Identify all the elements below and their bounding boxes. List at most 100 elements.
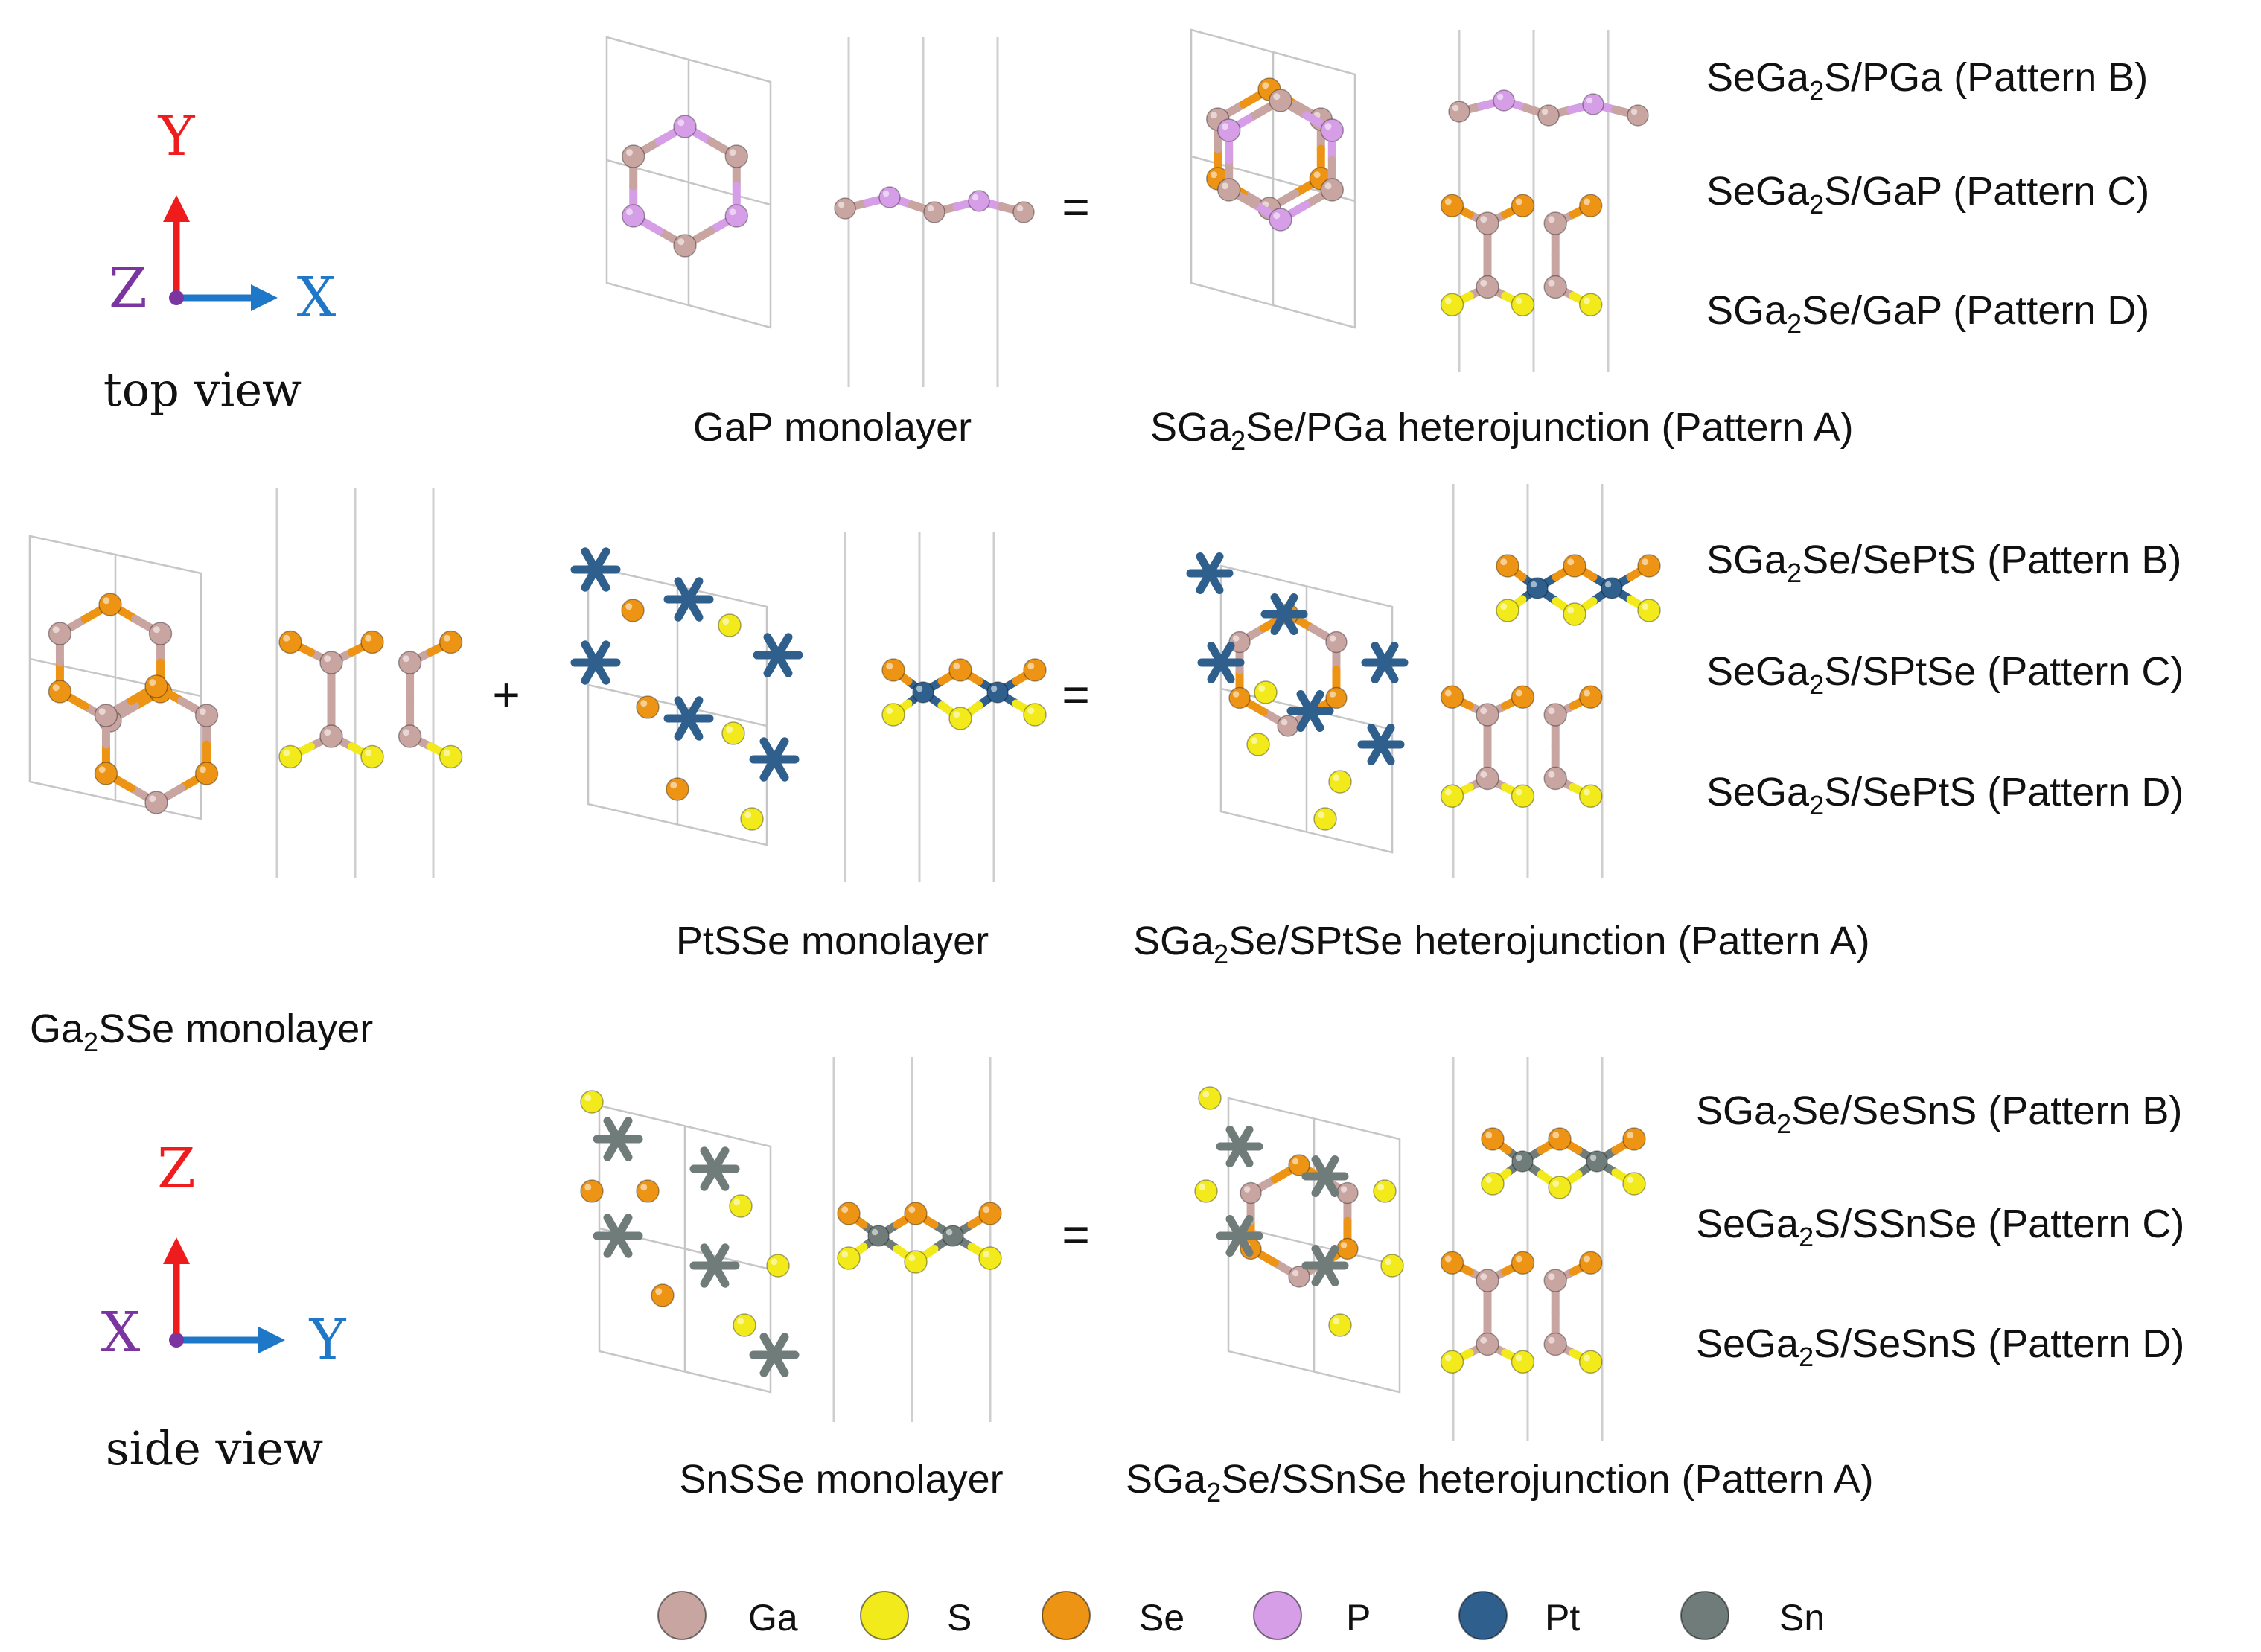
atom-highlight [584,1184,592,1191]
metal-bond [759,1333,789,1377]
atom-p [673,115,697,138]
atom-highlight [1329,691,1336,698]
atom-highlight [199,708,206,715]
atom-s [278,744,302,769]
atom-ga [1543,211,1567,235]
atom-s [978,1246,1002,1270]
atom-p [878,186,901,208]
atom-highlight [283,749,290,756]
metal-bond [1311,1155,1339,1198]
axis-label-out: Z [109,256,147,320]
atom-highlight [953,663,960,670]
atom-se [948,658,972,682]
atom-highlight [1333,1318,1340,1325]
atom-se [1023,658,1047,682]
atom-highlight [1480,1273,1487,1281]
atom-highlight [1027,663,1035,670]
atom-s [837,1246,861,1270]
equals-sign-ptsse: = [1062,668,1089,721]
ga2sse-top-view [28,535,219,820]
atom-ga [834,197,856,220]
atom-se [1511,685,1535,709]
atom-ga [319,651,343,674]
atom-s [733,1313,756,1337]
atom-highlight [737,1318,744,1325]
atom-ga [923,201,945,223]
atom-s [1481,1172,1505,1196]
atom-s [1578,1350,1603,1374]
atom-highlight [1324,182,1332,190]
metal-bond [1196,552,1224,595]
atom-se [94,762,118,785]
atom-highlight [983,1251,990,1258]
atom-highlight [882,190,890,197]
atom-s [766,1254,790,1278]
atom-s [1440,1350,1464,1374]
metal-bond [700,1243,730,1288]
atom-sn [867,1225,890,1247]
atom-highlight [1500,558,1508,566]
atom-highlight [871,1228,878,1236]
atom-ga [194,704,219,727]
legend-swatch-ga [657,1591,707,1640]
atom-sn [1511,1150,1534,1173]
atom-highlight [52,626,60,634]
atom-se [1578,194,1603,217]
atom-s [1578,784,1603,808]
side-view-caption: side view [106,1421,323,1476]
atom-ga [1543,766,1567,791]
metal-bond [1225,1125,1254,1168]
atom-se [1548,1127,1572,1151]
atom-ga [1476,275,1499,299]
atom-highlight [729,149,736,156]
metal-bond [763,633,793,677]
atom-pt [1601,577,1623,599]
atom-s [1246,733,1270,756]
atom-s [1328,770,1352,794]
atom-highlight [1340,1186,1348,1193]
atom-highlight [365,634,372,642]
side-view-axes: Z Y X side view [101,1137,347,1476]
axis-label-out: X [101,1301,141,1365]
atom-highlight [153,626,160,634]
atom-se [1481,1127,1505,1151]
snsse-side-view [832,1057,1002,1422]
atom-highlight [365,749,372,756]
atom-highlight [1552,1180,1560,1187]
atom-highlight [1515,689,1522,697]
atom-highlight [1292,1158,1299,1165]
atom-highlight [1604,581,1612,588]
atom-p [621,204,645,228]
atom-highlight [945,1228,953,1236]
pattern-label: SGa2Se/SeSnS (Pattern B) [1696,1088,2182,1139]
snsse-heterojunction-caption: SGa2Se/SSnSe heterojunction (Pattern A) [1126,1457,1874,1508]
atom-highlight [1318,811,1325,819]
legend-swatch-se [1042,1591,1091,1640]
atom-se [278,630,302,654]
atom-se [1440,685,1464,709]
metal-bond [1225,1214,1254,1257]
atom-highlight [841,1206,849,1214]
metal-bond [674,696,704,741]
atom-pt [1526,577,1549,599]
atom-s [1511,293,1535,316]
atom-s [948,707,972,730]
atom-highlight [1500,603,1508,610]
metal-bond [603,1214,633,1258]
atom-highlight [908,1206,916,1214]
atom-highlight [52,684,60,692]
atom-highlight [1480,707,1487,715]
atom-highlight [1642,603,1649,610]
atom-ga [1476,703,1499,727]
pattern-label: SeGa2S/SeSnS (Pattern D) [1696,1321,2184,1372]
atom-ga [1476,1332,1499,1356]
atom-ga [1543,1332,1567,1356]
atom-pt [986,681,1009,704]
atom-ga [1627,104,1649,127]
gap-top-view [605,36,772,329]
atom-highlight [1221,182,1228,190]
atom-s [1548,1176,1572,1199]
atom-sn [942,1225,964,1247]
atom-ga [1325,631,1348,654]
metal-bond [1371,641,1399,684]
